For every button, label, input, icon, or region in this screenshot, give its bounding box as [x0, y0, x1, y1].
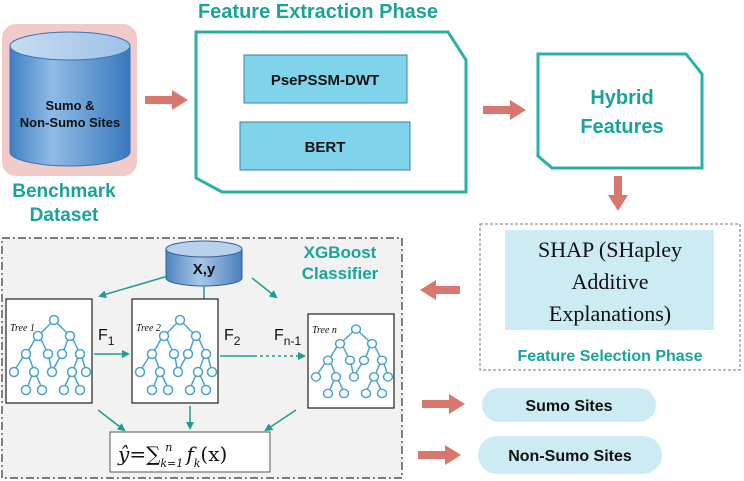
bert-label: BERT	[305, 139, 346, 156]
dataset-cylinder-line1: Sumo &	[45, 98, 94, 113]
input-xy-label: X,y	[193, 261, 216, 278]
psepssm-dwt-box	[243, 54, 408, 104]
dataset-cylinder-line2: Non-Sumo Sites	[20, 115, 120, 130]
feature-extraction-phase: Feature Extraction Phase PsePSSM-DWT BER…	[194, 1, 468, 194]
non-sumo-sites-label: Non-Sumo Sites	[508, 448, 632, 465]
f1-label: F1	[98, 327, 115, 348]
tree-2	[131, 298, 219, 404]
f2-label: F2	[224, 327, 241, 348]
hybrid-features-line1: Hybrid	[590, 87, 653, 109]
arrow-extraction-to-hybrid	[483, 100, 526, 120]
tree-1	[5, 298, 93, 404]
arrow-dataset-to-extraction	[145, 90, 188, 110]
shap-line1: SHAP (SHapley	[538, 237, 682, 262]
bert-box	[239, 121, 411, 171]
xgboost-label-line2: Classifier	[302, 264, 379, 283]
feature-selection-label: Feature Selection Phase	[518, 348, 703, 365]
dataset-label-line2: Dataset	[30, 205, 99, 226]
arrow-to-non-sumo	[418, 451, 446, 459]
feature-selection-phase: SHAP (SHapley Additive Explanations) Fea…	[479, 223, 741, 371]
shap-box	[505, 230, 714, 330]
sumo-sites-pill	[482, 388, 656, 422]
arrow-shap-to-xgboost	[420, 280, 460, 300]
tree-n-label: Tree n	[312, 325, 337, 336]
sumo-sites-label: Sumo Sites	[525, 398, 612, 415]
xgboost-classifier: XGBoost Classifier X,y Tree 1 Tree 2	[1, 237, 403, 479]
xgboost-label-line1: XGBoost	[304, 243, 377, 262]
output-non-sumo: Non-Sumo Sites	[418, 436, 662, 474]
fn-label: Fn-1	[274, 327, 301, 348]
input-database-icon	[165, 240, 243, 287]
shap-line3: Explanations)	[549, 301, 671, 326]
non-sumo-sites-pill	[478, 436, 662, 474]
tree-n	[307, 313, 395, 409]
hybrid-features: Hybrid Features	[536, 52, 704, 170]
output-sumo: Sumo Sites	[422, 388, 656, 422]
formula-box	[109, 431, 271, 473]
dataset-label-line1: Benchmark	[12, 181, 116, 202]
arrow-db-to-tree1	[98, 275, 169, 299]
arrow-tree1-to-formula	[97, 409, 126, 432]
database-cylinder-icon	[9, 31, 131, 167]
arrow-to-sumo	[422, 400, 450, 408]
tree-1-label: Tree 1	[10, 323, 35, 334]
psepssm-dwt-label: PsePSSM-DWT	[271, 72, 379, 89]
benchmark-dataset: Sumo & Non-Sumo Sites Benchmark Dataset	[2, 24, 137, 226]
hybrid-features-frame	[536, 52, 704, 170]
arrow-db-to-treen	[251, 277, 278, 299]
feature-extraction-title: Feature Extraction Phase	[198, 1, 438, 23]
arrow-hybrid-to-shap	[608, 176, 628, 211]
arrow-treen-to-formula	[264, 409, 297, 432]
shap-line2: Additive	[572, 269, 649, 294]
tree-2-label: Tree 2	[136, 323, 161, 334]
hybrid-features-line2: Features	[580, 116, 663, 138]
